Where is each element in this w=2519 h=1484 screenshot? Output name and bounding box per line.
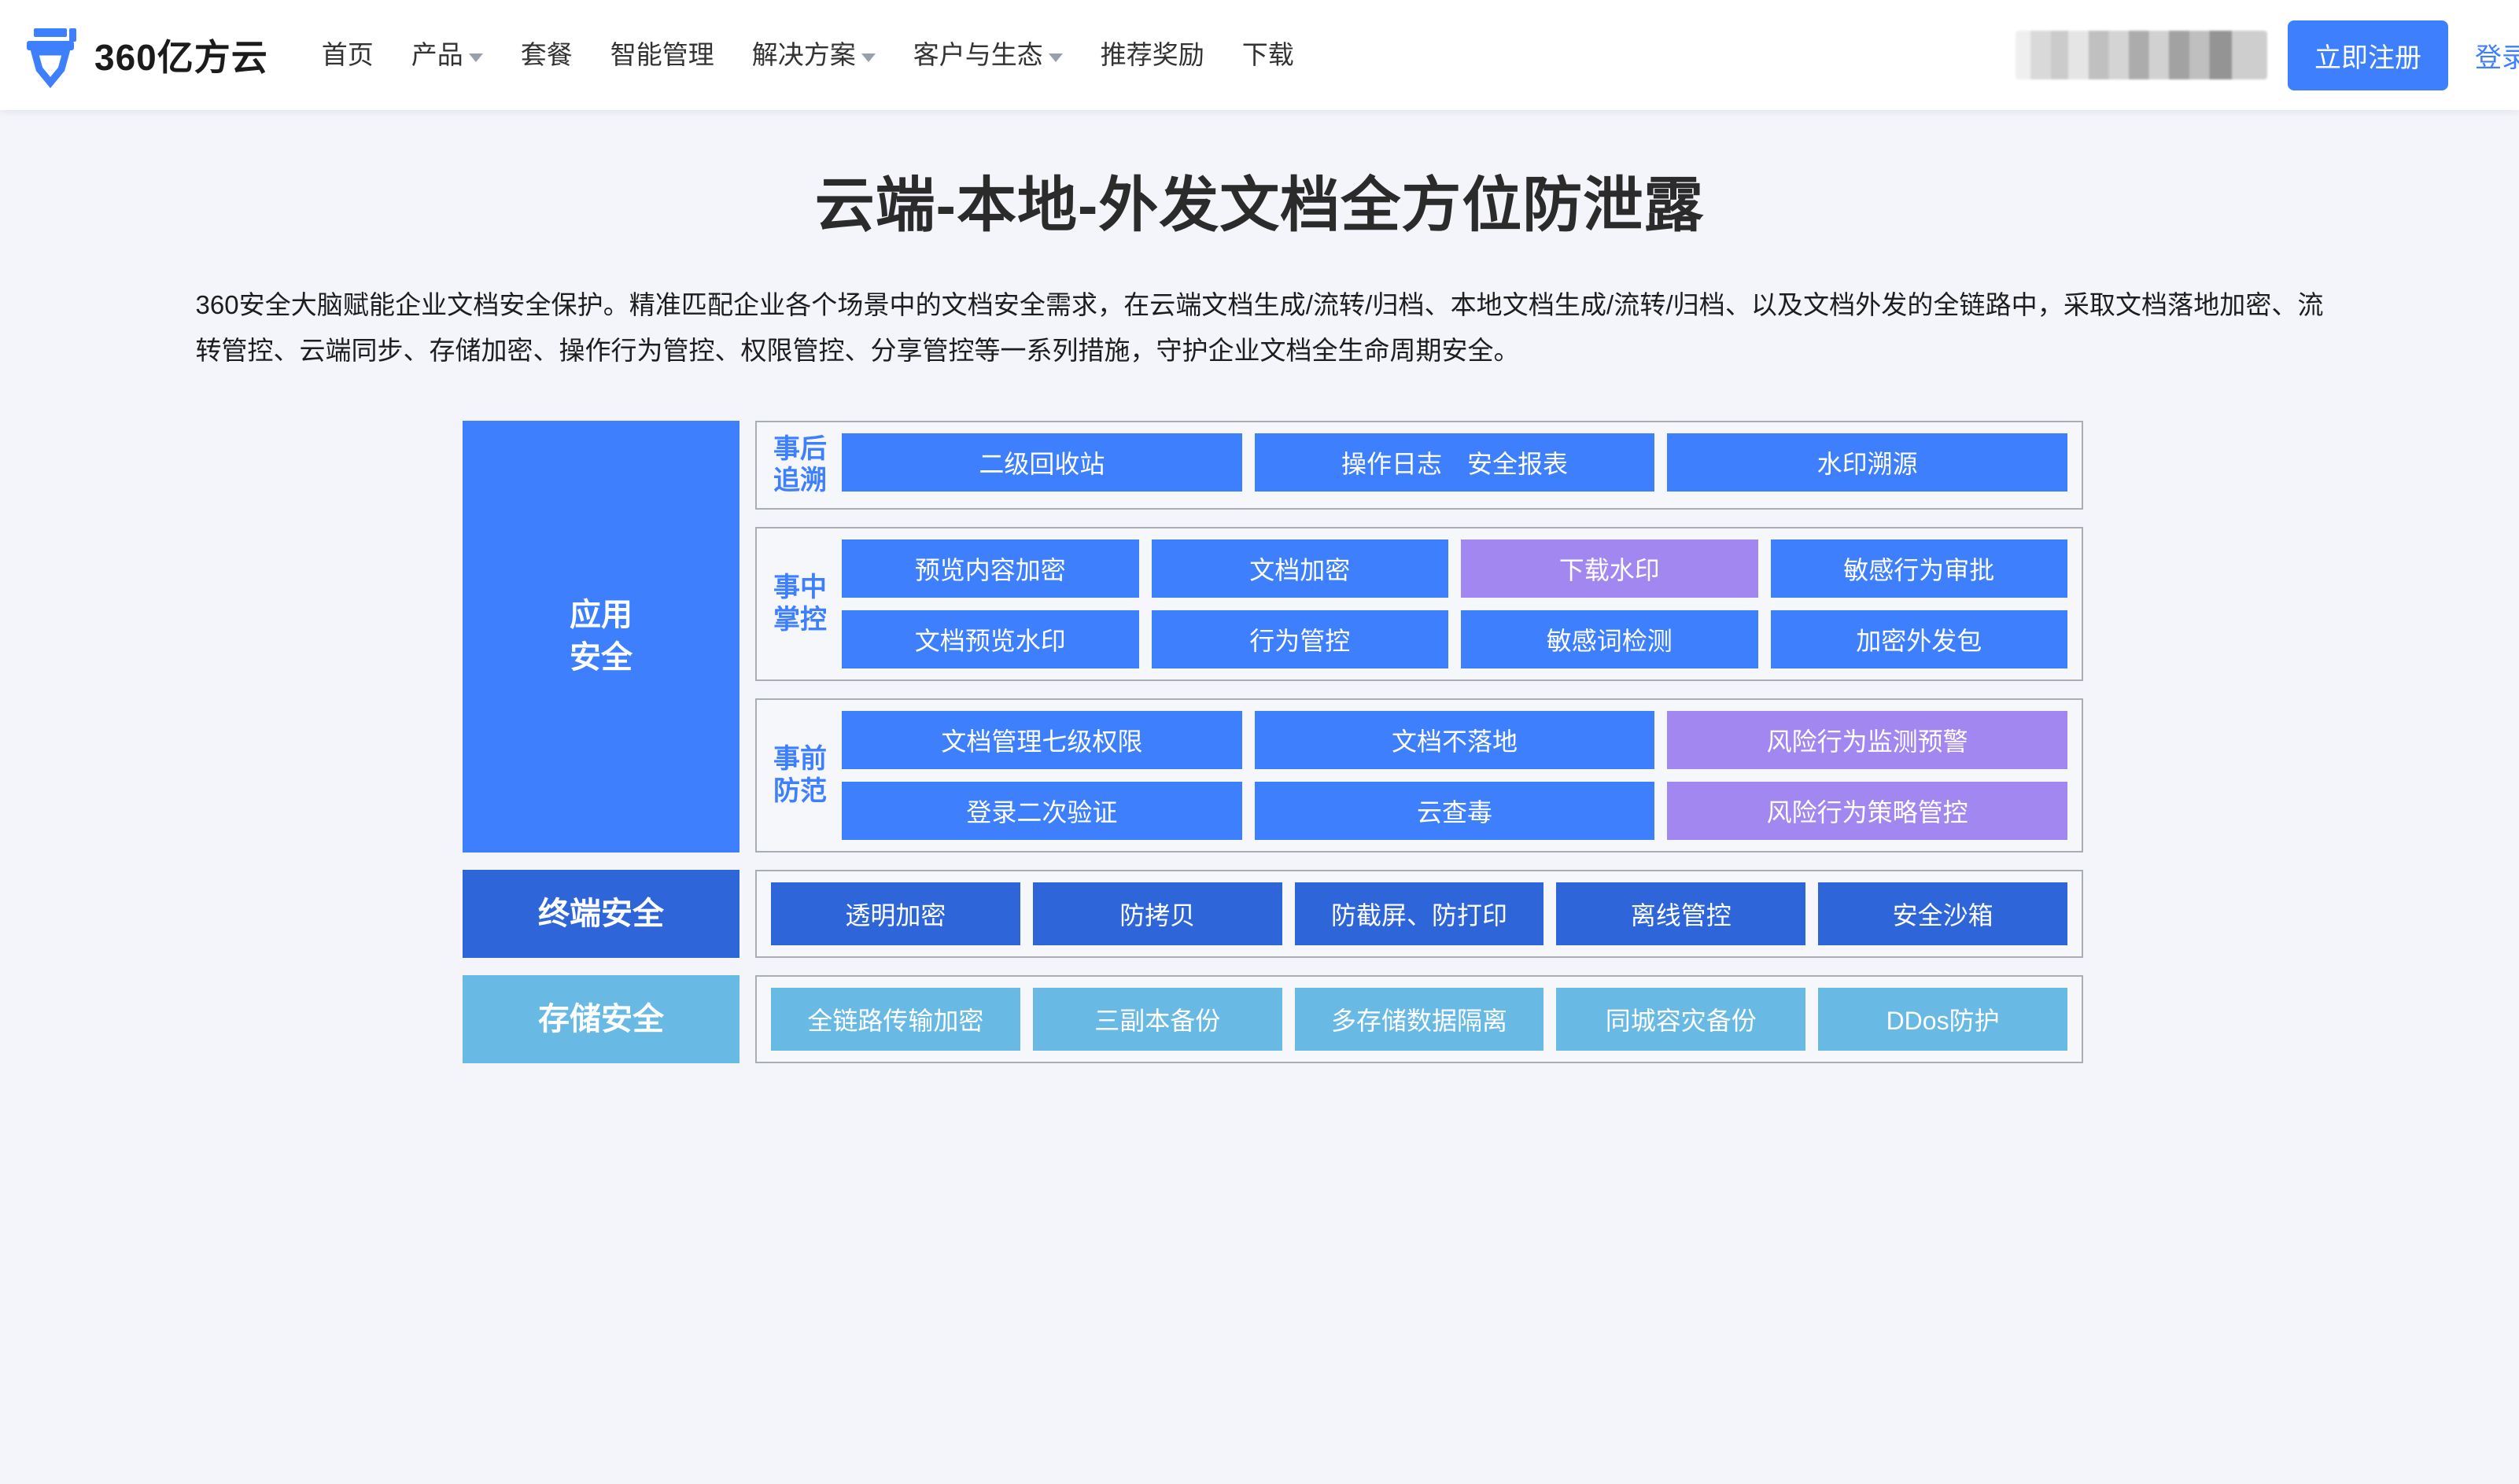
diagram-row-terminal-security: 终端安全 透明加密 防拷贝 防截屏、防打印 离线管控 安全沙箱 bbox=[463, 870, 2083, 959]
nav-label: 产品 bbox=[411, 40, 463, 69]
terminal-security-group: 透明加密 防拷贝 防截屏、防打印 离线管控 安全沙箱 bbox=[755, 870, 2083, 959]
masked-contact-redaction bbox=[2016, 31, 2267, 79]
nav-item-solutions[interactable]: 解决方案 bbox=[733, 0, 894, 110]
chevron-down-icon bbox=[1048, 53, 1063, 62]
tile-row: 文档管理七级权限 文档不落地 风险行为监测预警 bbox=[842, 711, 2068, 770]
nav-item-home[interactable]: 首页 bbox=[303, 0, 393, 110]
group-box-before-prevention: 事前 防范 文档管理七级权限 文档不落地 风险行为监测预警 登录二次验证 云查毒… bbox=[755, 698, 2083, 853]
tile-document-no-landing[interactable]: 文档不落地 bbox=[1254, 711, 1655, 770]
tile-grid-during: 预览内容加密 文档加密 下载水印 敏感行为审批 文档预览水印 行为管控 敏感词检… bbox=[842, 539, 2067, 669]
tile-grid-storage: 全链路传输加密 三副本备份 多存储数据隔离 同城容灾备份 DDos防护 bbox=[771, 988, 2067, 1051]
tile-row: 登录二次验证 云查毒 风险行为策略管控 bbox=[842, 782, 2068, 841]
tile-row: 全链路传输加密 三副本备份 多存储数据隔离 同城容灾备份 DDos防护 bbox=[771, 988, 2067, 1051]
group-box-during-control: 事中 掌控 预览内容加密 文档加密 下载水印 敏感行为审批 文档预览水印 行为管… bbox=[755, 527, 2083, 682]
login-link[interactable]: 登录 bbox=[2475, 42, 2519, 73]
tile-risk-behavior-policy-control[interactable]: 风险行为策略管控 bbox=[1667, 782, 2068, 841]
tile-anti-screenshot-anti-print[interactable]: 防截屏、防打印 bbox=[1294, 882, 1544, 946]
storage-security-group: 全链路传输加密 三副本备份 多存储数据隔离 同城容灾备份 DDos防护 bbox=[755, 975, 2083, 1064]
tile-row: 文档预览水印 行为管控 敏感词检测 加密外发包 bbox=[842, 610, 2067, 669]
tile-offline-control[interactable]: 离线管控 bbox=[1556, 882, 1806, 946]
brand-name: 360亿方云 bbox=[94, 37, 268, 78]
tile-document-encryption[interactable]: 文档加密 bbox=[1151, 539, 1448, 598]
header-actions: 立即注册 登录 bbox=[2016, 20, 2519, 90]
tile-full-link-transmission-encryption[interactable]: 全链路传输加密 bbox=[771, 988, 1020, 1051]
tile-security-sandbox[interactable]: 安全沙箱 bbox=[1818, 882, 2067, 946]
tile-document-preview-watermark[interactable]: 文档预览水印 bbox=[842, 610, 1139, 669]
tile-transparent-encryption[interactable]: 透明加密 bbox=[771, 882, 1020, 946]
nav-label: 客户与生态 bbox=[913, 40, 1043, 69]
diagram-row-application-security: 应用 安全 事后 追溯 二级回收站 操作日志 安全报表 水印溯源 事中 掌控 bbox=[463, 420, 2083, 853]
tile-risk-behavior-monitoring-alert[interactable]: 风险行为监测预警 bbox=[1667, 711, 2068, 770]
group-box-terminal: 透明加密 防拷贝 防截屏、防打印 离线管控 安全沙箱 bbox=[755, 870, 2083, 959]
tile-cloud-antivirus[interactable]: 云查毒 bbox=[1254, 782, 1655, 841]
tile-multi-storage-data-isolation[interactable]: 多存储数据隔离 bbox=[1294, 988, 1544, 1051]
nav-item-products[interactable]: 产品 bbox=[393, 0, 502, 110]
category-terminal-security: 终端安全 bbox=[463, 870, 739, 959]
tile-grid-terminal: 透明加密 防拷贝 防截屏、防打印 离线管控 安全沙箱 bbox=[771, 882, 2067, 946]
register-button[interactable]: 立即注册 bbox=[2288, 20, 2448, 90]
nav-label: 首页 bbox=[321, 40, 374, 69]
category-storage-security: 存储安全 bbox=[463, 975, 739, 1064]
phase-label-during: 事中 掌控 bbox=[773, 573, 827, 635]
phase-label-before: 事前 防范 bbox=[773, 744, 827, 807]
tile-grid-after: 二级回收站 操作日志 安全报表 水印溯源 bbox=[842, 433, 2068, 498]
tile-grid-before: 文档管理七级权限 文档不落地 风险行为监测预警 登录二次验证 云查毒 风险行为策… bbox=[842, 711, 2068, 841]
chevron-down-icon bbox=[861, 53, 876, 62]
nav-label: 套餐 bbox=[520, 40, 573, 69]
hero-section: 云端-本地-外发文档全方位防泄露 360安全大脑赋能企业文档安全保护。精准匹配企… bbox=[0, 110, 2519, 374]
tile-three-replica-backup[interactable]: 三副本备份 bbox=[1032, 988, 1282, 1051]
security-architecture-diagram: 应用 安全 事后 追溯 二级回收站 操作日志 安全报表 水印溯源 事中 掌控 bbox=[463, 420, 2083, 1064]
nav-label: 推荐奖励 bbox=[1100, 40, 1204, 69]
tile-ddos-protection[interactable]: DDos防护 bbox=[1818, 988, 2067, 1051]
hero-description: 360安全大脑赋能企业文档安全保护。精准匹配企业各个场景中的文档安全需求，在云端… bbox=[195, 290, 2324, 365]
phase-label-after: 事后 追溯 bbox=[773, 433, 827, 496]
brand-logo-area[interactable]: 360亿方云 bbox=[0, 22, 268, 88]
nav-item-download[interactable]: 下载 bbox=[1223, 0, 1313, 110]
page-title: 云端-本地-外发文档全方位防泄露 bbox=[814, 172, 1705, 239]
nav-label: 解决方案 bbox=[751, 40, 856, 69]
category-application-security: 应用 安全 bbox=[463, 420, 739, 853]
nav-label: 智能管理 bbox=[610, 40, 714, 69]
nav-item-customers-ecosystem[interactable]: 客户与生态 bbox=[894, 0, 1082, 110]
tile-sensitive-word-detection[interactable]: 敏感词检测 bbox=[1461, 610, 1758, 669]
tile-watermark-tracing[interactable]: 水印溯源 bbox=[1667, 433, 2068, 492]
diagram-row-storage-security: 存储安全 全链路传输加密 三副本备份 多存储数据隔离 同城容灾备份 DDos防护 bbox=[463, 975, 2083, 1064]
group-box-storage: 全链路传输加密 三副本备份 多存储数据隔离 同城容灾备份 DDos防护 bbox=[755, 975, 2083, 1064]
nav-item-smart-management[interactable]: 智能管理 bbox=[592, 0, 733, 110]
tile-encrypted-outbound-package[interactable]: 加密外发包 bbox=[1770, 610, 2067, 669]
tile-row: 预览内容加密 文档加密 下载水印 敏感行为审批 bbox=[842, 539, 2067, 598]
site-header: 360亿方云 首页 产品 套餐 智能管理 解决方案 客户与生态 推荐奖励 下载 bbox=[0, 0, 2519, 110]
nav-item-referral-rewards[interactable]: 推荐奖励 bbox=[1082, 0, 1223, 110]
application-security-groups: 事后 追溯 二级回收站 操作日志 安全报表 水印溯源 事中 掌控 预览内容加密 … bbox=[755, 420, 2083, 853]
tile-same-city-disaster-backup[interactable]: 同城容灾备份 bbox=[1556, 988, 1806, 1051]
tile-login-two-factor[interactable]: 登录二次验证 bbox=[842, 782, 1242, 841]
tile-seven-level-permissions[interactable]: 文档管理七级权限 bbox=[842, 711, 1242, 770]
tile-download-watermark[interactable]: 下载水印 bbox=[1461, 539, 1758, 598]
tile-preview-content-encryption[interactable]: 预览内容加密 bbox=[842, 539, 1139, 598]
chevron-down-icon bbox=[468, 53, 483, 62]
nav-item-packages[interactable]: 套餐 bbox=[502, 0, 592, 110]
tile-anti-copy[interactable]: 防拷贝 bbox=[1032, 882, 1282, 946]
tile-operation-log-security-report[interactable]: 操作日志 安全报表 bbox=[1254, 433, 1655, 492]
tile-row: 透明加密 防拷贝 防截屏、防打印 离线管控 安全沙箱 bbox=[771, 882, 2067, 946]
tile-sensitive-behavior-approval[interactable]: 敏感行为审批 bbox=[1770, 539, 2067, 598]
tile-secondary-recycle-bin[interactable]: 二级回收站 bbox=[842, 433, 1242, 492]
tile-behavior-control[interactable]: 行为管控 bbox=[1151, 610, 1448, 669]
tile-row: 二级回收站 操作日志 安全报表 水印溯源 bbox=[842, 433, 2068, 492]
group-box-after-traceability: 事后 追溯 二级回收站 操作日志 安全报表 水印溯源 bbox=[755, 420, 2083, 510]
nav-label: 下载 bbox=[1241, 40, 1294, 69]
yifangyun-logo-icon bbox=[27, 28, 76, 88]
main-nav: 首页 产品 套餐 智能管理 解决方案 客户与生态 推荐奖励 下载 bbox=[303, 0, 1313, 110]
